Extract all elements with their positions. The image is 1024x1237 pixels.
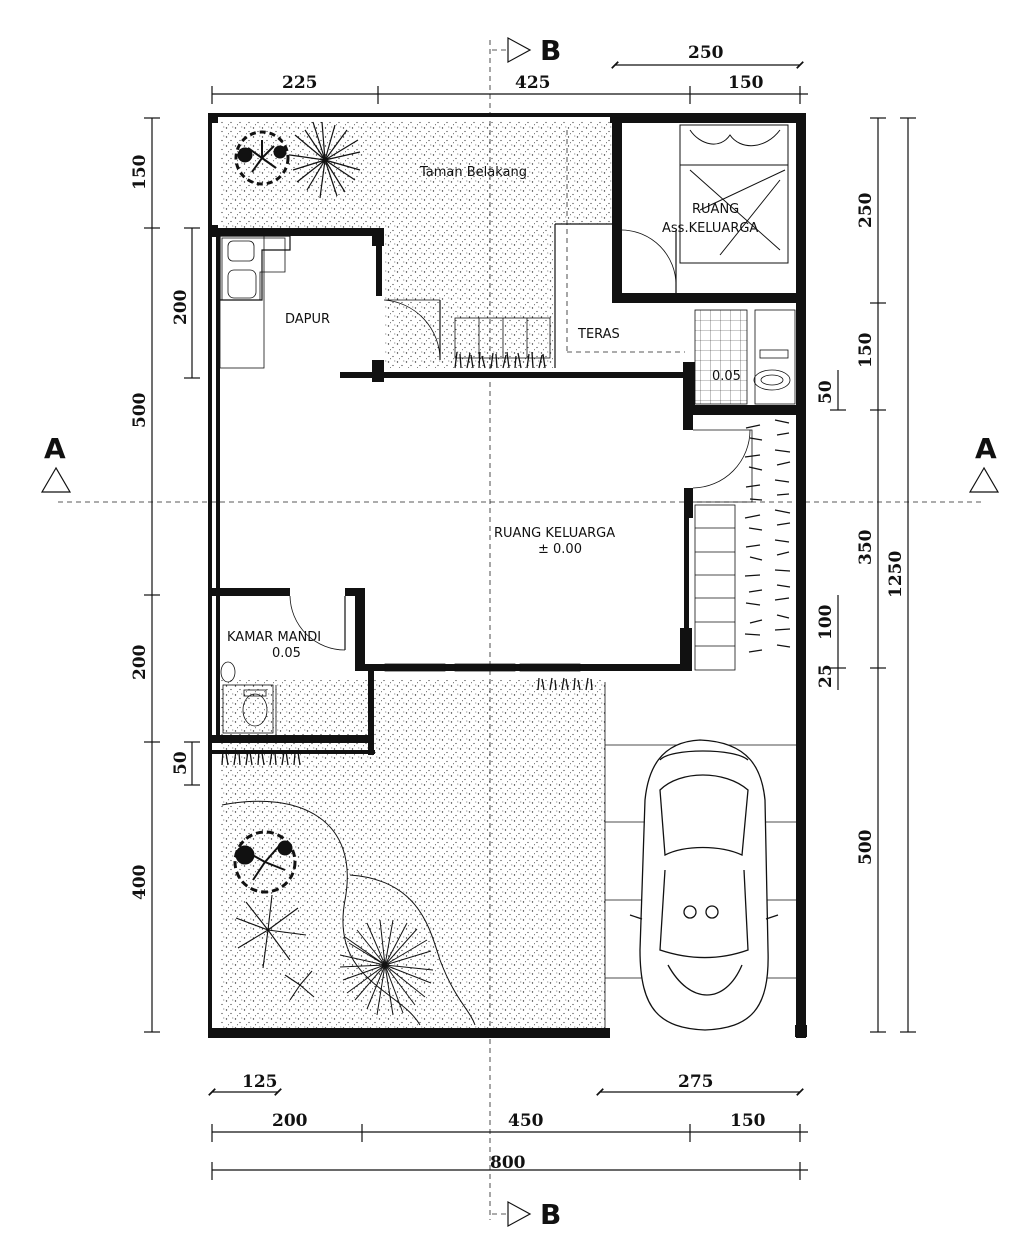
- tree-bottom-left: [233, 830, 297, 894]
- tree-top-left: [234, 130, 290, 186]
- section-lines: [58, 40, 985, 1220]
- section-b-bottom-triangle: [507, 1200, 532, 1228]
- family-room-label: RUANG KELUARGA: [494, 526, 615, 541]
- garden-path: [221, 800, 476, 1026]
- section-b-bottom-label: B: [540, 1198, 561, 1231]
- dim-right-inner-3: 25: [816, 664, 836, 688]
- bed-icon: [679, 124, 789, 264]
- dim-bottom-total: 800: [490, 1153, 526, 1173]
- kitchen-fixtures: [219, 235, 291, 369]
- dim-right-inner-2: 100: [816, 604, 836, 640]
- section-a-right-triangle: [968, 466, 1000, 493]
- maid-room-label-line1: RUANG: [692, 202, 739, 217]
- dim-right-3: 350: [856, 529, 876, 565]
- room-labels: Taman Belakang RUANG Ass.KELUARGA DAPUR …: [227, 165, 758, 661]
- dim-left-4: 400: [130, 864, 150, 900]
- dimension-labels: 250 225 425 150 150 500 200 400 200 50 2…: [130, 43, 906, 1173]
- section-a-left-triangle: [40, 466, 72, 493]
- palm-bottom-left: [235, 894, 315, 1001]
- dim-bottom-1: 125: [242, 1072, 278, 1092]
- dimension-lines: [144, 61, 916, 1180]
- dim-bottom-5: 150: [730, 1111, 766, 1131]
- dim-left-inner-1: 200: [171, 289, 191, 325]
- maid-room-label-line2: Ass.KELUARGA: [662, 221, 758, 236]
- bathroom-label: KAMAR MANDI: [227, 630, 321, 645]
- section-b-top-triangle: [507, 36, 532, 64]
- dim-left-3: 200: [130, 644, 150, 680]
- dim-right-2: 150: [856, 332, 876, 368]
- section-a-right-label: A: [975, 432, 997, 465]
- outer-walls: [208, 113, 807, 1038]
- dim-left-2: 500: [130, 392, 150, 428]
- rear-garden-label: Taman Belakang: [419, 165, 527, 180]
- wc-area: [694, 309, 796, 405]
- terrace-label: TERAS: [577, 327, 620, 342]
- dim-bottom-4: 450: [508, 1111, 544, 1131]
- gravel-areas: [220, 120, 612, 1028]
- dim-left-inner-2: 50: [171, 751, 191, 775]
- dim-top-2: 425: [515, 73, 551, 93]
- bathroom-level: 0.05: [272, 646, 301, 661]
- palm-top: [289, 121, 361, 199]
- section-markers: B B A A: [40, 34, 1000, 1231]
- section-b-top-label: B: [540, 34, 561, 67]
- kitchen-label: DAPUR: [285, 312, 330, 327]
- interior-walls: [208, 113, 802, 755]
- grass-strips: [221, 351, 791, 766]
- wc-level-label: 0.05: [712, 369, 741, 384]
- dim-right-1: 250: [856, 192, 876, 228]
- dim-bottom-2: 275: [678, 1072, 714, 1092]
- doors-windows: [289, 229, 753, 672]
- dim-top-outer: 250: [688, 43, 724, 63]
- dim-right-inner-1: 50: [816, 380, 836, 404]
- family-room-level: ± 0.00: [538, 542, 582, 557]
- car-icon: [629, 739, 779, 1031]
- section-a-left-label: A: [44, 432, 66, 465]
- dim-right-4: 500: [856, 829, 876, 865]
- bathroom-fixtures: [220, 661, 277, 735]
- dim-right-total: 1250: [886, 551, 906, 598]
- spiky-plant: [339, 919, 434, 1016]
- dim-top-1: 225: [282, 73, 318, 93]
- dim-bottom-3: 200: [272, 1111, 308, 1131]
- terrace: [554, 130, 685, 368]
- dim-left-1: 150: [130, 154, 150, 190]
- dim-top-3: 150: [728, 73, 764, 93]
